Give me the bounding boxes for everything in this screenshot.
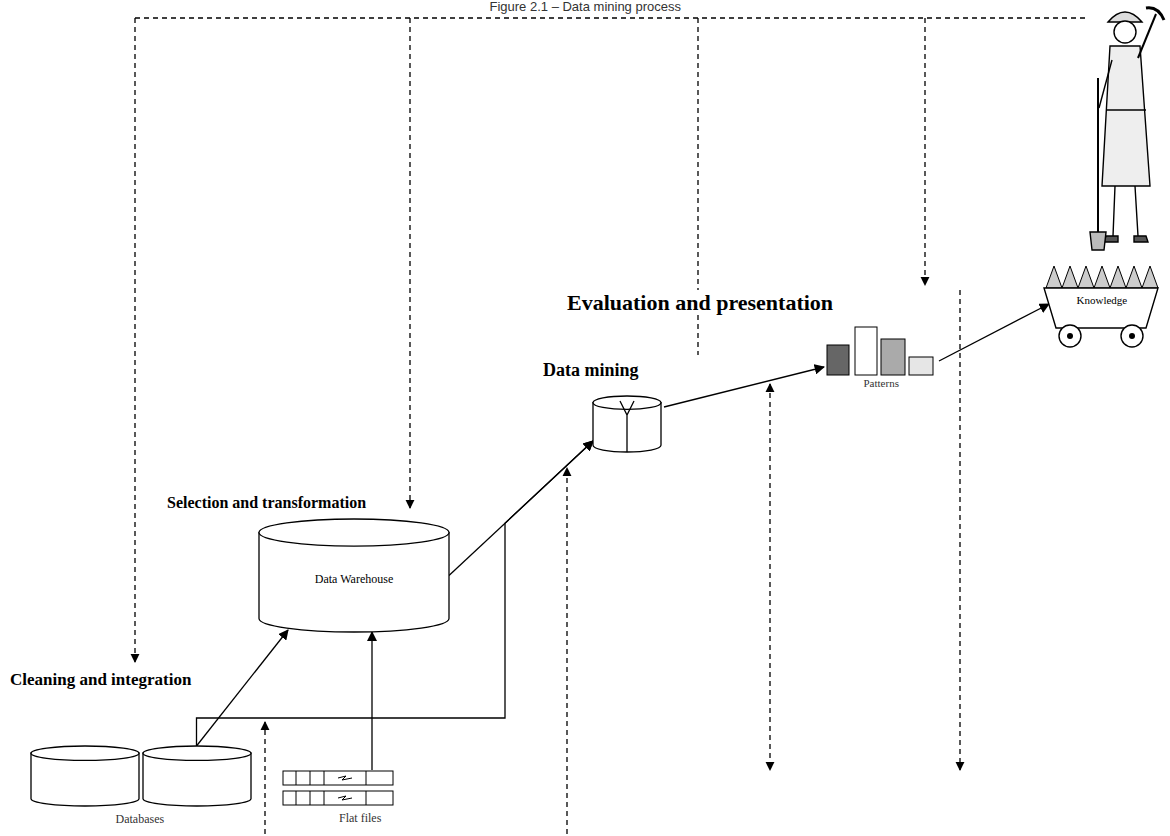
flow-arrow	[197, 630, 289, 746]
step-heading: Data mining	[543, 360, 639, 381]
dashed-feedback	[135, 18, 1088, 834]
figure-title: Figure 2.1 – Data mining process	[488, 0, 683, 15]
data-mining-node: Data mining	[543, 360, 665, 455]
node-label: Flat files	[339, 812, 381, 826]
flat-file-node: Flat files	[280, 768, 398, 832]
flow-arrow	[371, 632, 372, 770]
node-label: Databases	[116, 813, 165, 827]
flow-arrow	[197, 441, 594, 746]
step-label: Evaluation and presentation	[565, 290, 835, 315]
step-label: Cleaning and integration	[8, 670, 193, 690]
node-label: Knowledge	[1077, 294, 1128, 307]
node-label: Data Warehouse	[314, 573, 394, 587]
knowledge-cart: Knowledge	[1040, 262, 1162, 350]
database-node: Databases	[28, 743, 256, 833]
warehouse-cylinder: Data Warehouse	[258, 518, 450, 633]
miner-figure	[1090, 8, 1164, 250]
flat-file-node-outline	[282, 770, 394, 806]
flow-arrow	[449, 441, 593, 576]
patterns-chart-outline	[825, 327, 937, 375]
flow-arrow	[664, 367, 824, 407]
database-node-outline	[30, 745, 252, 807]
data-mining-node-outline	[592, 395, 662, 453]
step-label: Selection and transformation	[165, 494, 368, 512]
patterns-chart: Patterns	[823, 325, 939, 395]
knowledge-cart-outline	[1040, 262, 1162, 350]
flow-arrow	[939, 304, 1049, 361]
node-label: Patterns	[864, 377, 899, 390]
